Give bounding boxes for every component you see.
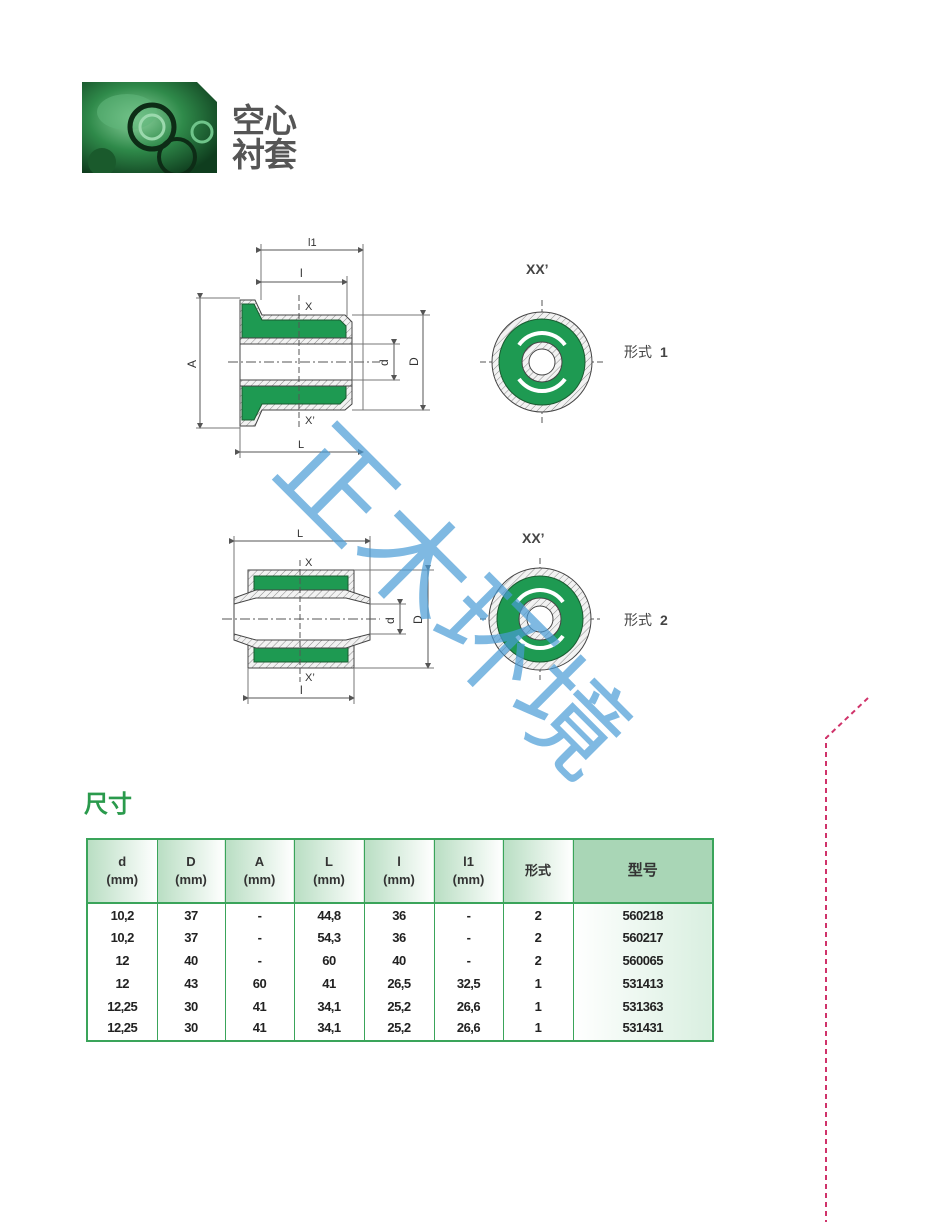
table-cell: 26,5 <box>364 972 435 995</box>
form-number-2: 2 <box>660 612 668 628</box>
mark-x-1: X <box>305 301 313 313</box>
mark-x-2: X <box>305 557 313 569</box>
table-cell: 43 <box>157 972 226 995</box>
table-cell: 34,1 <box>294 995 365 1018</box>
col-header-L: L(mm) <box>294 839 365 904</box>
form-label-2: 形式 <box>624 613 652 629</box>
dim-l-label-1: l <box>300 266 303 280</box>
col-header-l1: l1(mm) <box>434 839 504 904</box>
table-cell: 12 <box>87 972 158 995</box>
dim-L-label-1: L <box>298 439 304 451</box>
col-header-A: A(mm) <box>225 839 295 904</box>
col-header-d: d(mm) <box>87 839 158 904</box>
dim-D-label-1: D <box>407 357 421 366</box>
table-cell: 37 <box>157 903 226 926</box>
table-cell: 10,2 <box>87 926 158 949</box>
table-cell: 41 <box>294 972 365 995</box>
table-cell: 26,6 <box>434 995 504 1018</box>
form1-side-view <box>196 244 430 458</box>
col-header-D: D(mm) <box>157 839 226 904</box>
form-label-1: 形式 <box>624 345 652 361</box>
form1-section-view <box>480 300 604 425</box>
table-cell: 12,25 <box>87 995 158 1018</box>
col-header-model: 型号 <box>573 839 714 904</box>
col-header-l: l(mm) <box>364 839 435 904</box>
table-cell: 25,2 <box>364 995 435 1018</box>
section-label-1: XX’ <box>526 261 549 277</box>
table-cell: 36 <box>364 903 435 926</box>
dim-d-label-2: d <box>383 617 397 624</box>
section-title: 尺寸 <box>84 790 132 818</box>
table-cell: 1 <box>503 1018 574 1041</box>
page-title-line2: 衬套 <box>232 135 297 174</box>
table-cell: 34,1 <box>294 1018 365 1041</box>
page-title: 空心 衬套 <box>232 101 297 174</box>
table-cell: 41 <box>225 1018 295 1041</box>
table-cell: 2 <box>503 949 574 972</box>
table-cell: 37 <box>157 926 226 949</box>
page-title-line1: 空心 <box>232 101 297 140</box>
dim-d-label-1: d <box>377 359 391 366</box>
model-cell: 531431 <box>573 1018 714 1041</box>
table-cell: 26,6 <box>434 1018 504 1041</box>
table-cell: 40 <box>157 949 226 972</box>
decorative-dashed-line <box>825 697 869 1222</box>
dim-D-label-2: D <box>411 615 425 624</box>
table-cell: 30 <box>157 995 226 1018</box>
table-cell: 12 <box>87 949 158 972</box>
table-cell: - <box>434 903 504 926</box>
table-cell: 60 <box>225 972 295 995</box>
watermark-text: 正木环境 <box>260 420 654 802</box>
table-cell: 41 <box>225 995 295 1018</box>
table-cell: 32,5 <box>434 972 504 995</box>
table-cell: 1 <box>503 972 574 995</box>
table-cell: - <box>434 926 504 949</box>
table-cell: 36 <box>364 926 435 949</box>
table-header-row: d(mm) D(mm) A(mm) L(mm) l(mm) l1(mm) 形式 … <box>87 839 714 904</box>
table-cell: 2 <box>503 926 574 949</box>
table-cell: - <box>434 949 504 972</box>
table-cell: 54,3 <box>294 926 365 949</box>
dim-L-label-2: L <box>297 528 303 540</box>
form-number-1: 1 <box>660 344 668 360</box>
model-cell: 560218 <box>573 903 714 926</box>
table-cell: 10,2 <box>87 903 158 926</box>
table-cell: 2 <box>503 903 574 926</box>
dim-A-label-1: A <box>185 360 199 368</box>
table-cell: - <box>225 903 295 926</box>
dim-l-label-2: l <box>300 683 303 697</box>
table-cell: 25,2 <box>364 1018 435 1041</box>
table-cell: 12,25 <box>87 1018 158 1041</box>
table-cell: 1 <box>503 995 574 1018</box>
dim-l1-label-1: l1 <box>308 237 317 249</box>
table-cell: 30 <box>157 1018 226 1041</box>
table-cell: 60 <box>294 949 365 972</box>
watermark: 正木环境 <box>260 420 654 802</box>
dimensions-table: d(mm) D(mm) A(mm) L(mm) l(mm) l1(mm) 形式 … <box>86 838 714 1042</box>
mark-x2-2: X’ <box>305 672 315 684</box>
form2-side-view <box>222 536 434 704</box>
table-cell: 40 <box>364 949 435 972</box>
table-cell: - <box>225 926 295 949</box>
header-product-photo <box>82 82 217 173</box>
model-cell: 531363 <box>573 995 714 1018</box>
table-cell: - <box>225 949 295 972</box>
col-header-form: 形式 <box>503 839 574 904</box>
form2-section-view <box>480 558 600 680</box>
model-cell: 531413 <box>573 972 714 995</box>
technical-drawing: l1 l A d D L X X’ XX’ 形式 1 <box>185 237 668 704</box>
section-label-2: XX’ <box>522 530 545 546</box>
model-cell: 560065 <box>573 949 714 972</box>
mark-x2-1: X’ <box>305 415 315 427</box>
table-cell: 44,8 <box>294 903 365 926</box>
model-cell: 560217 <box>573 926 714 949</box>
